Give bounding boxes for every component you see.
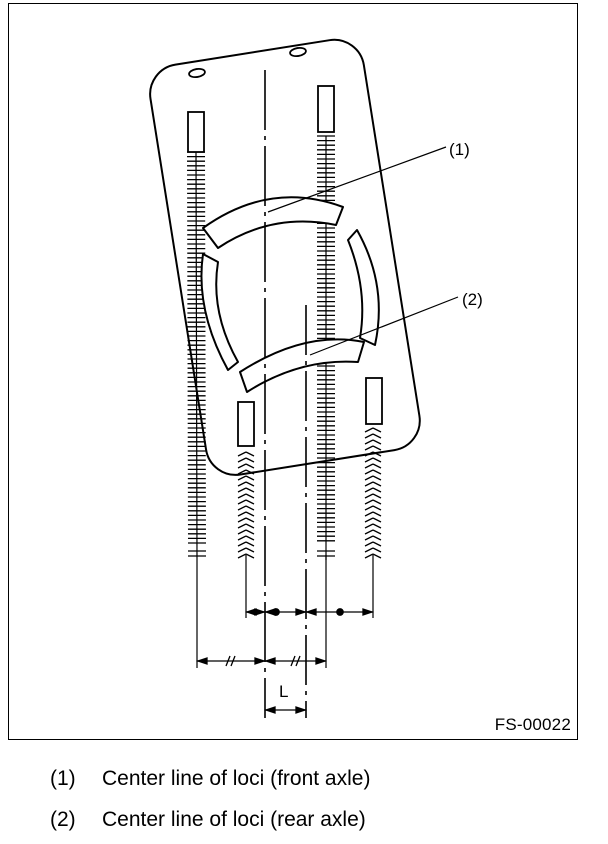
- legend-text: Center line of loci (front axle): [102, 767, 371, 790]
- callout-label-1: (1): [449, 140, 470, 159]
- cutout-left: [200, 253, 239, 371]
- dimension-lines: [195, 608, 375, 714]
- callout-leader-2: [309, 296, 459, 356]
- turning-plate: [149, 38, 421, 476]
- figure-id: FS-00022: [494, 715, 571, 734]
- legend-text: Center line of loci (rear axle): [102, 808, 366, 831]
- legend-number: (1): [50, 767, 76, 790]
- legend-item-2: (2) Center line of loci (rear axle): [50, 808, 366, 832]
- legend-number: (2): [50, 808, 76, 831]
- plate-slot-top-right: [317, 85, 335, 133]
- figure-frame: FS-00022: [8, 3, 578, 740]
- dimension-label-l: L: [279, 682, 288, 701]
- turntable-cutouts: [200, 196, 380, 393]
- turning-radius-gauge-diagram: (1) (2) L: [149, 38, 483, 718]
- plate-hole-left: [188, 67, 206, 79]
- callout-label-2: (2): [462, 290, 483, 309]
- plate-slot-bottom-left: [237, 401, 255, 447]
- plate-hole-right: [289, 46, 307, 58]
- callout-leader-1: [267, 146, 447, 213]
- plate-slot-top-left: [187, 111, 205, 153]
- cutout-bottom: [239, 338, 365, 393]
- cutout-top: [202, 196, 344, 249]
- plate-slot-bottom-right: [365, 377, 383, 425]
- cutout-right: [347, 229, 380, 346]
- legend-item-1: (1) Center line of loci (front axle): [50, 767, 370, 791]
